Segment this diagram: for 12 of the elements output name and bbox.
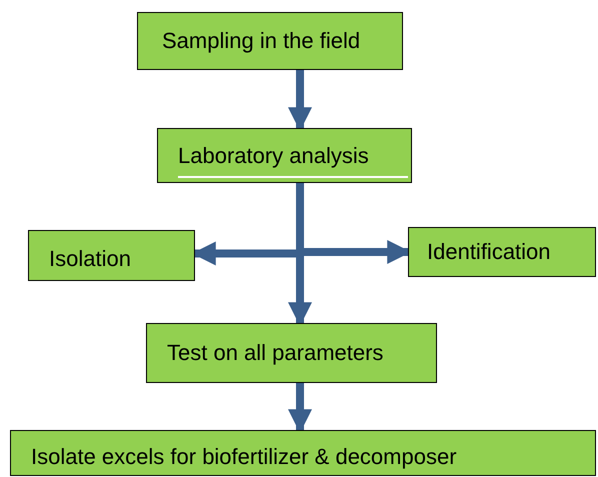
- box-label: Isolation: [49, 244, 131, 272]
- process-box: [408, 227, 596, 277]
- box-label: Identification: [427, 238, 551, 266]
- box-label: Laboratory analysis: [178, 142, 369, 170]
- process-box: [146, 323, 437, 383]
- process-box: [157, 128, 412, 183]
- box-label: Isolate excels for biofertilizer & decomposer: [31, 443, 457, 471]
- box-label: Test on all parameters: [167, 339, 384, 367]
- box-label: Sampling in the field: [162, 27, 360, 55]
- process-box: [137, 12, 403, 70]
- process-box: [10, 430, 596, 476]
- process-box: [28, 230, 195, 281]
